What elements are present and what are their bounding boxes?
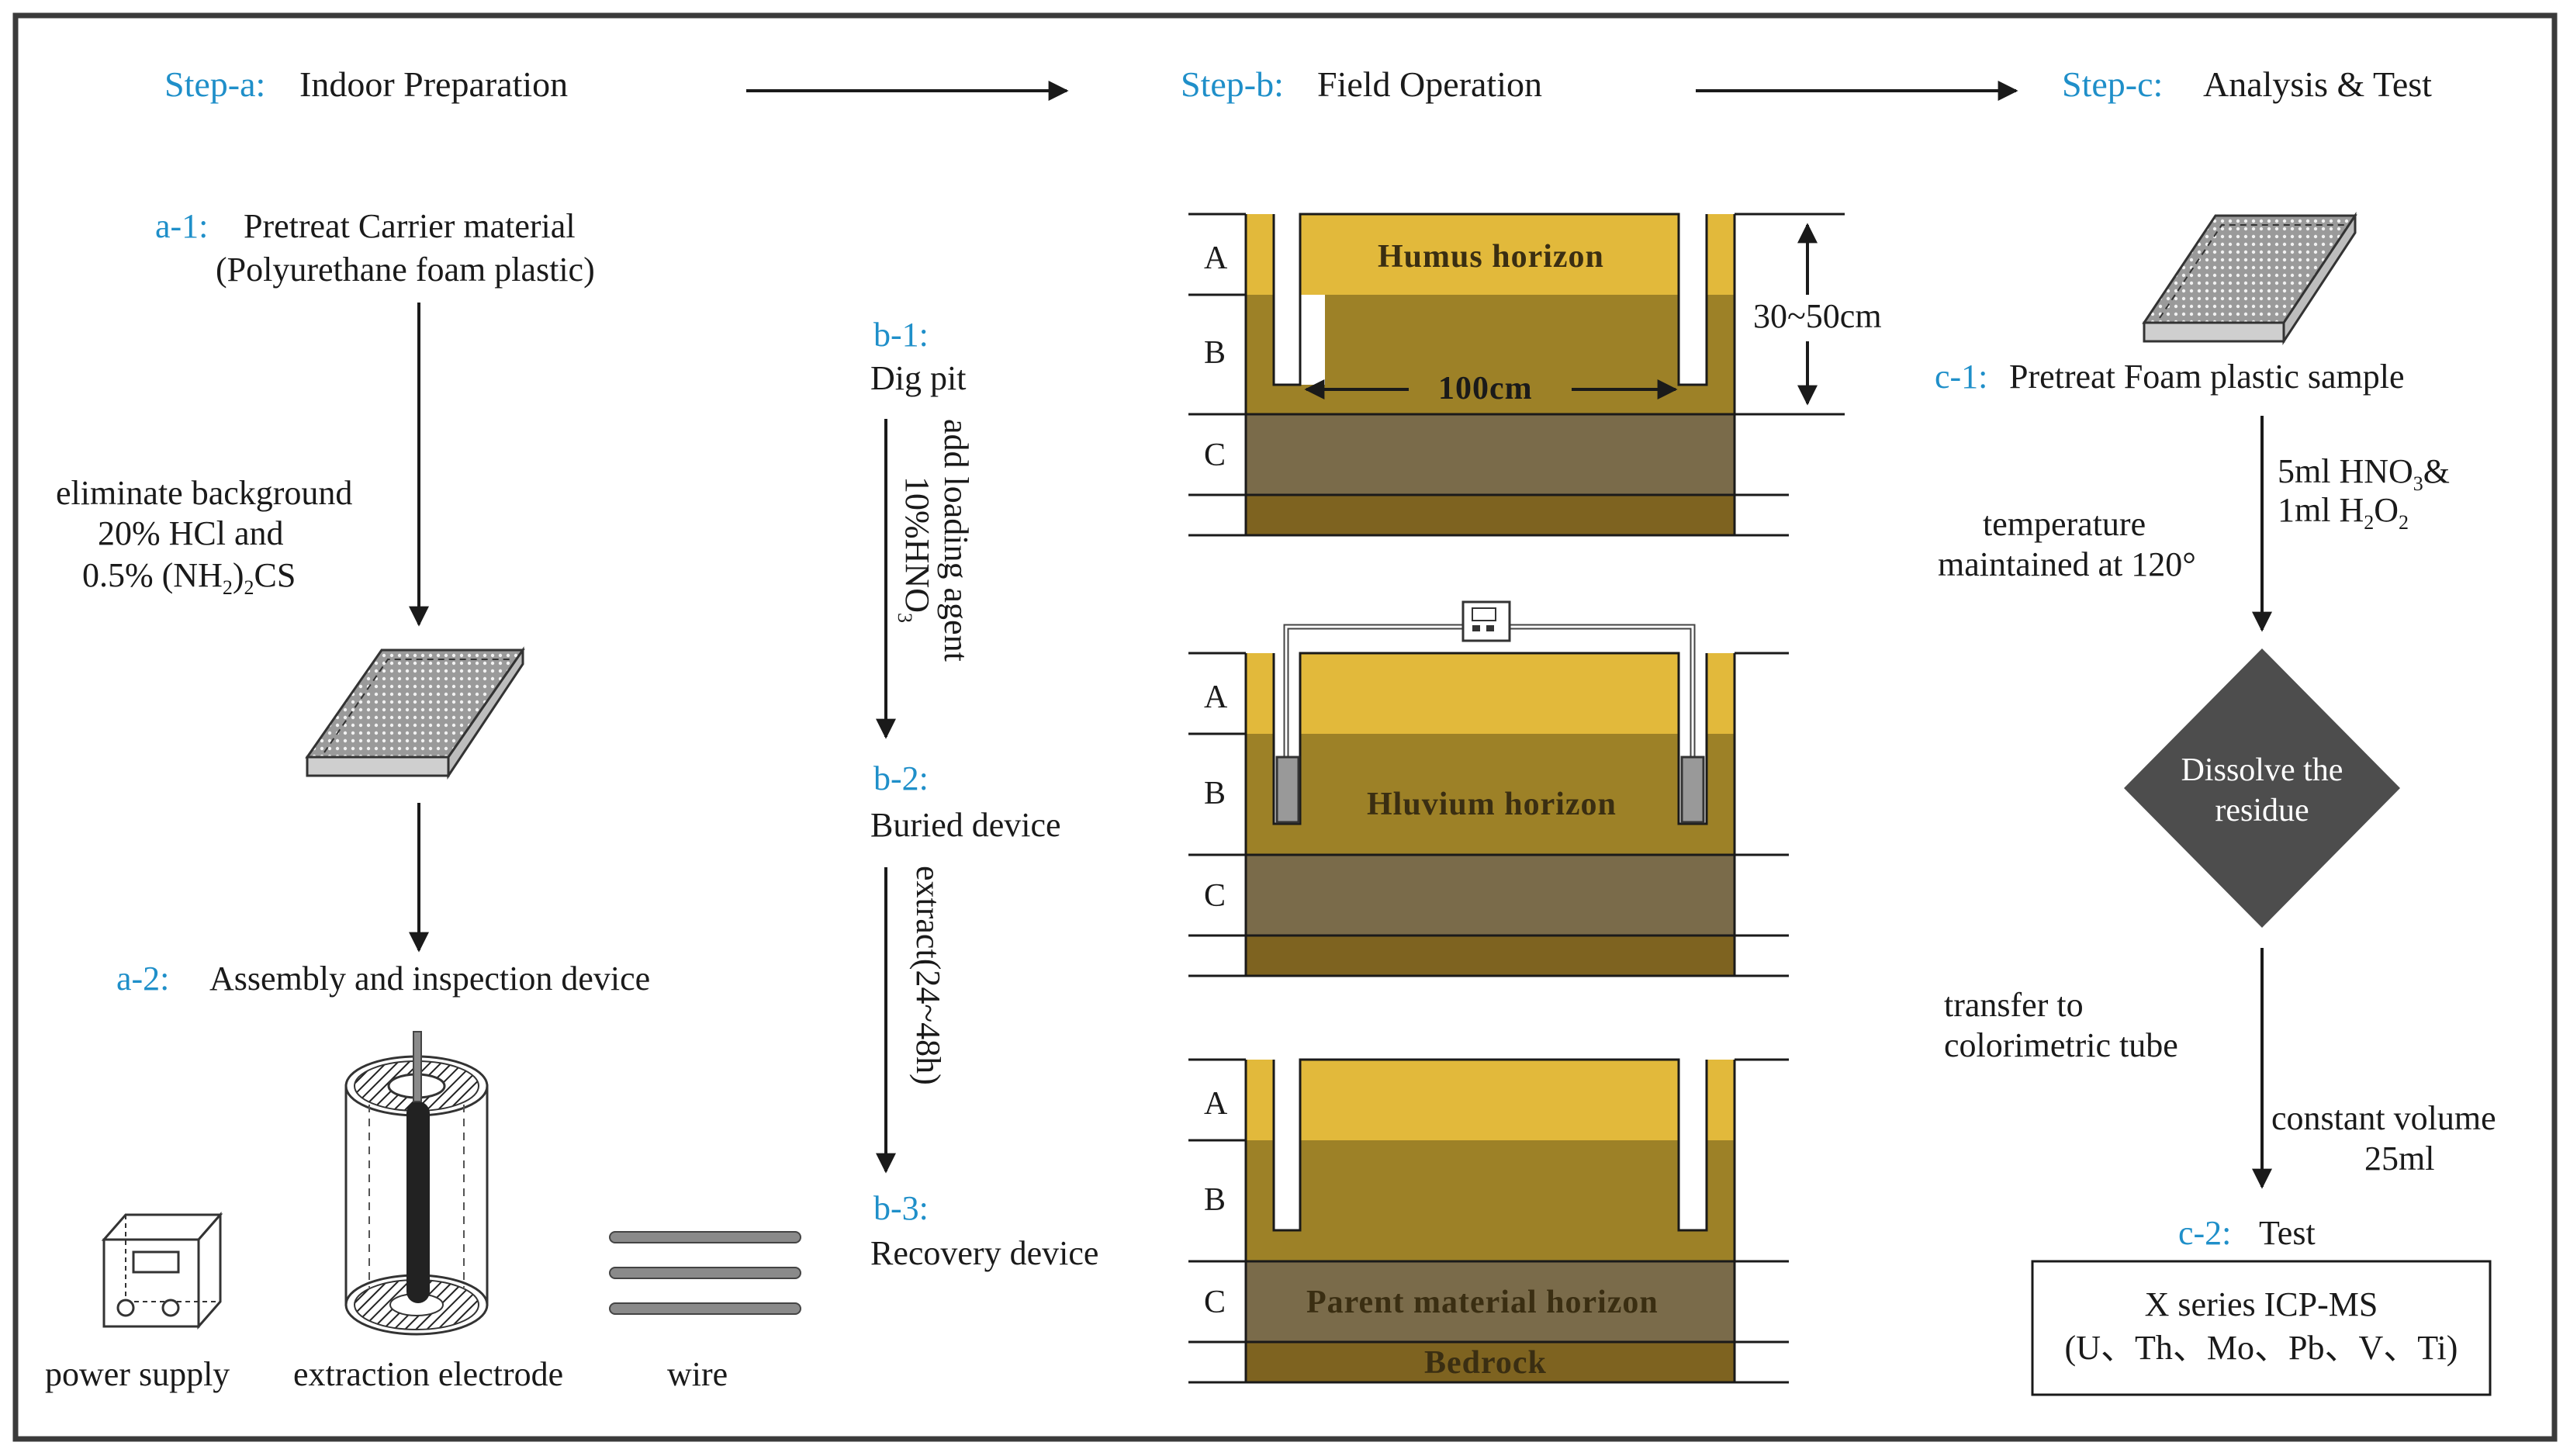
reagent-line2: 1ml H2O2 bbox=[2278, 491, 2409, 534]
diamond-line1: Dissolve the bbox=[2181, 752, 2343, 788]
extract-duration-text: extract(24~48h) bbox=[909, 866, 947, 1085]
pit3-layer-c: C bbox=[1204, 1285, 1226, 1320]
a2-label: Assembly and inspection device bbox=[209, 960, 650, 998]
header-step-c: Step-c: Analysis & Test bbox=[2062, 64, 2432, 104]
nitric-acid-text: 10%HNO3 bbox=[894, 476, 936, 623]
a1-label-line2: (Polyurethane foam plastic) bbox=[216, 251, 595, 289]
soil-pit-2: A B C Hluvium horizon bbox=[1188, 600, 1789, 977]
pit2-layer-b: B bbox=[1204, 776, 1226, 811]
buried-device-icon bbox=[1275, 600, 1705, 824]
dissolve-residue-diamond bbox=[2124, 648, 2400, 928]
panel-b-steps: b-1: Dig pit add loading agent 10%HNO3 b… bbox=[870, 316, 1098, 1272]
power-supply-label: power supply bbox=[45, 1355, 230, 1393]
result-line1: X series ICP-MS bbox=[2145, 1285, 2378, 1323]
a2-tag: a-2: bbox=[116, 960, 169, 998]
step-c-label: Analysis & Test bbox=[2203, 64, 2432, 104]
svg-text:Step-c:: Step-c: bbox=[2062, 64, 2163, 104]
power-supply-icon bbox=[101, 1212, 223, 1330]
transfer-line1: transfer to bbox=[1944, 986, 2084, 1024]
result-line2: (U、Th、Mo、Pb、V、Ti) bbox=[2065, 1329, 2458, 1367]
extraction-electrode-icon bbox=[344, 1031, 489, 1336]
pit3-layer-b: B bbox=[1204, 1182, 1226, 1218]
transfer-line2: colorimetric tube bbox=[1944, 1026, 2178, 1064]
pit2-horizon-label: Hluvium horizon bbox=[1367, 787, 1617, 822]
bedrock-label: Bedrock bbox=[1424, 1345, 1547, 1381]
b3-label: Recovery device bbox=[870, 1234, 1098, 1272]
pit-width-label: 100cm bbox=[1438, 371, 1533, 406]
volume-line2: 25ml bbox=[2364, 1140, 2434, 1178]
b2-label: Buried device bbox=[870, 806, 1061, 844]
diamond-line2: residue bbox=[2215, 793, 2309, 828]
b1-label: Dig pit bbox=[870, 359, 966, 397]
step-c-tag: Step-c: bbox=[2062, 64, 2163, 104]
wire-label: wire bbox=[667, 1355, 728, 1393]
thiourea-text: 0.5% (NH2)2CS bbox=[82, 556, 296, 599]
c2-tag: c-2: bbox=[2178, 1214, 2231, 1252]
soil-pit-3: A B C Parent material horizon Bedrock bbox=[1188, 1058, 1789, 1384]
foam-plastic-icon bbox=[305, 646, 525, 780]
c1-tag: c-1: bbox=[1935, 358, 1987, 396]
eliminate-background-text: eliminate background bbox=[56, 474, 352, 512]
pit1-layer-b: B bbox=[1204, 335, 1226, 371]
pit-depth-label: 30~50cm bbox=[1753, 297, 1882, 335]
svg-text:Step-b:: Step-b: bbox=[1181, 64, 1284, 104]
pit2-layer-a: A bbox=[1204, 680, 1228, 715]
a1-tag: a-1: bbox=[155, 207, 208, 245]
header-step-b: Step-b: Field Operation bbox=[1181, 64, 1542, 104]
b1-tag: b-1: bbox=[873, 316, 929, 354]
pit3-horizon-label: Parent material horizon bbox=[1306, 1285, 1659, 1320]
pit2-layer-c: C bbox=[1204, 878, 1226, 914]
step-b-label: Field Operation bbox=[1317, 64, 1542, 104]
temperature-line2: maintained at 120° bbox=[1938, 545, 2196, 583]
step-a-tag: Step-a: bbox=[164, 64, 265, 104]
step-a-label: Indoor Preparation bbox=[299, 64, 568, 104]
step-b-tag: Step-b: bbox=[1181, 64, 1284, 104]
temperature-line1: temperature bbox=[1983, 505, 2146, 543]
c1-label: Pretreat Foam plastic sample bbox=[2009, 358, 2405, 396]
soil-pit-1: A B C Humus horizon 100cm 30~50cm bbox=[1188, 213, 1882, 537]
wire-icon bbox=[609, 1231, 801, 1315]
svg-text:Step-a:: Step-a: bbox=[164, 64, 265, 104]
b3-tag: b-3: bbox=[873, 1189, 929, 1227]
volume-line1: constant volume bbox=[2271, 1099, 2496, 1137]
pit3-layer-a: A bbox=[1204, 1086, 1228, 1122]
pit1-layer-c: C bbox=[1204, 437, 1226, 473]
result-box bbox=[2031, 1260, 2492, 1396]
foam-sample-icon bbox=[2142, 212, 2357, 346]
header-step-a: Step-a: Indoor Preparation bbox=[164, 64, 568, 104]
pit1-layer-a: A bbox=[1204, 240, 1228, 276]
c2-label: Test bbox=[2259, 1214, 2316, 1252]
reagent-line1: 5ml HNO3& bbox=[2278, 452, 2450, 495]
a1-label-line1: Pretreat Carrier material bbox=[244, 207, 576, 245]
panel-a: a-1: Pretreat Carrier material (Polyuret… bbox=[45, 207, 801, 1393]
b2-tag: b-2: bbox=[873, 759, 929, 797]
panel-c: c-1: Pretreat Foam plastic sample 5ml HN… bbox=[1935, 212, 2496, 1396]
extraction-electrode-label: extraction electrode bbox=[293, 1355, 563, 1393]
pit1-horizon-label: Humus horizon bbox=[1378, 239, 1604, 275]
hcl-text: 20% HCl and bbox=[98, 514, 284, 552]
add-loading-agent-text: add loading agent bbox=[937, 419, 975, 662]
